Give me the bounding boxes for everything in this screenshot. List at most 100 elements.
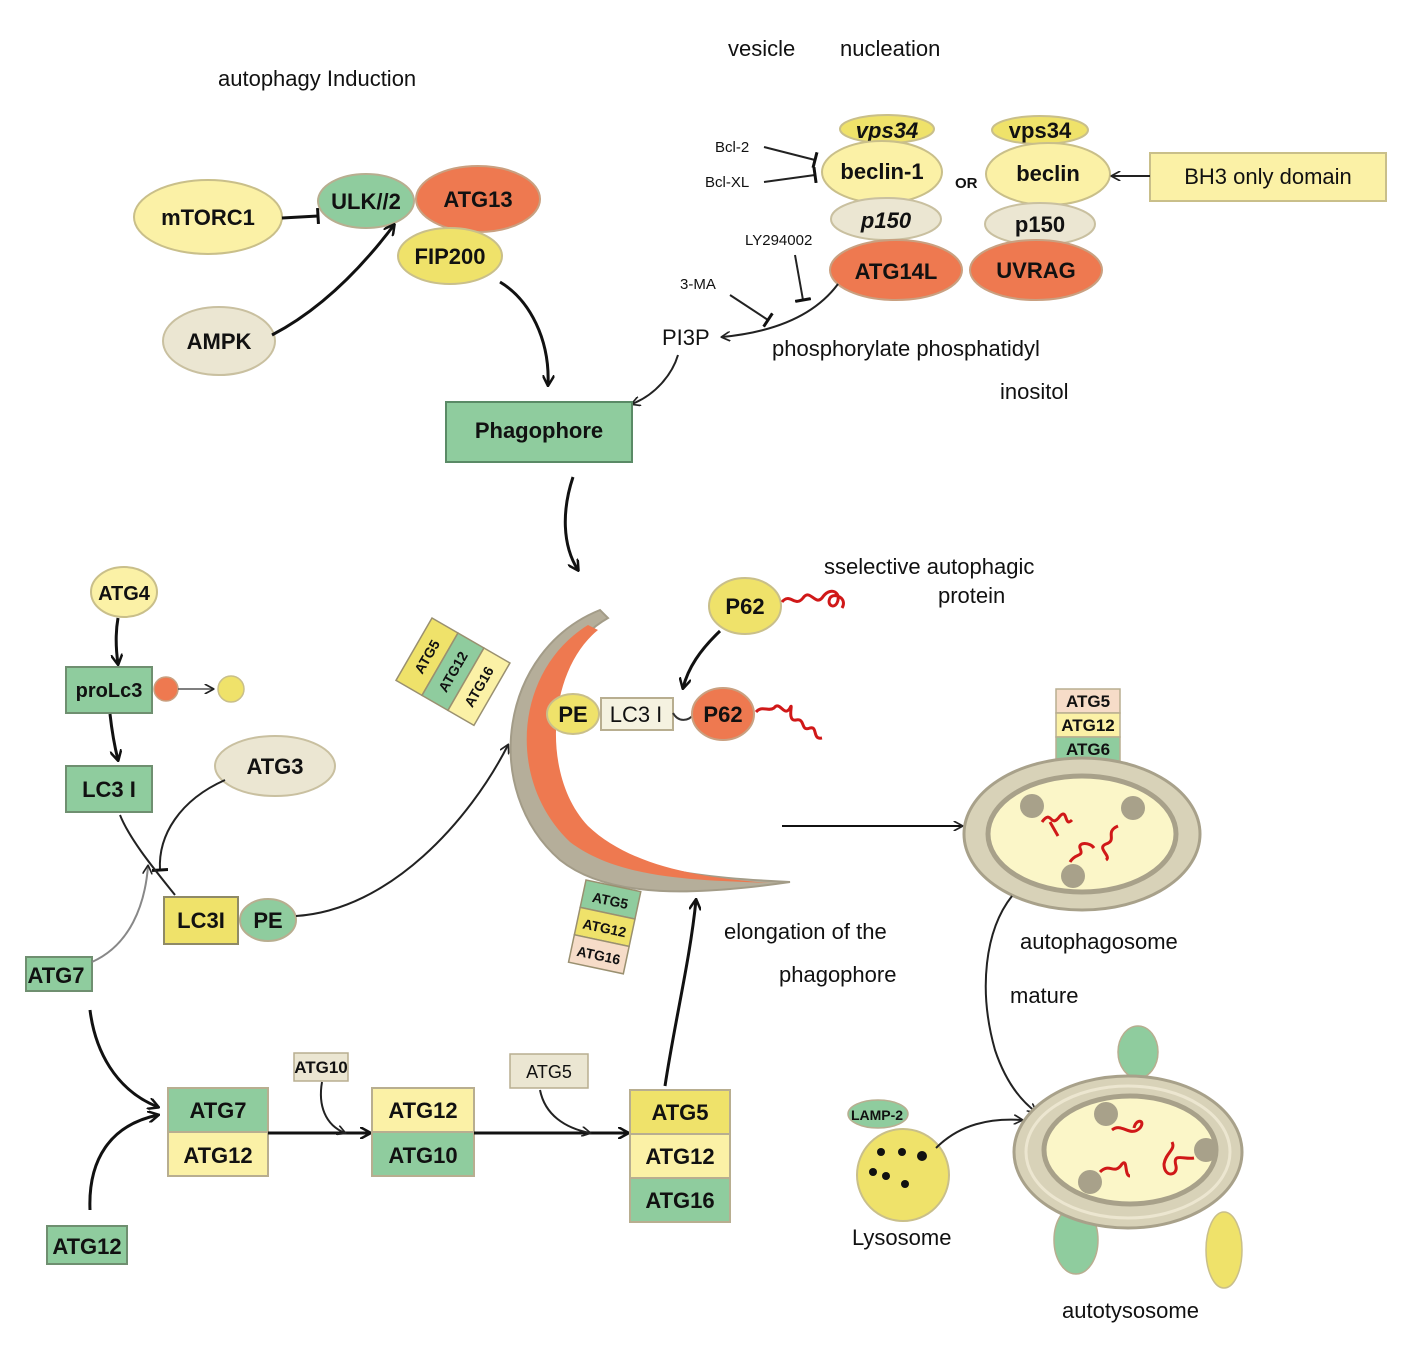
fip200-label: FIP200 xyxy=(415,244,486,269)
atg12-free-box: ATG12 xyxy=(46,1225,128,1265)
autophagosome-atg6: ATG6 xyxy=(1066,740,1110,759)
prolc3-box: proLc3 xyxy=(65,666,153,714)
cargo-protein-bound xyxy=(754,704,823,740)
atg14l-node xyxy=(829,239,963,301)
3ma-label: 3-MA xyxy=(680,276,716,293)
receptor-dot xyxy=(1194,1138,1218,1162)
conj-box-3-atg16: ATG16 xyxy=(645,1188,714,1213)
pe-node-lc3: PE xyxy=(239,898,297,942)
label-selective-1: sselective autophagic xyxy=(824,554,1034,579)
conj-box-1: ATG7 ATG12 xyxy=(167,1087,269,1177)
conj-box-2-bottom xyxy=(371,1131,475,1177)
label-elongation-1: elongation of the xyxy=(724,919,887,944)
mtorc1-label: mTORC1 xyxy=(161,205,255,230)
arrow-lysosome-fusion xyxy=(935,1120,1022,1149)
lamp-top xyxy=(1117,1025,1159,1079)
enzyme-dot xyxy=(917,1151,927,1161)
arrow-fip200-phagophore xyxy=(499,280,548,385)
conj-box-1-bottom xyxy=(167,1131,269,1177)
phagophore-box: Phagophore xyxy=(445,401,633,463)
arrow-atg7-lc3 xyxy=(91,866,148,963)
label-elongation-2: phagophore xyxy=(779,962,896,987)
conj-box-1-atg12: ATG12 xyxy=(183,1143,252,1168)
label-autolysosome: autotysosome xyxy=(1062,1298,1199,1323)
conj-box-3-atg5: ATG5 xyxy=(651,1100,708,1125)
label-vesicle: vesicle xyxy=(728,36,795,61)
linker-lc3-p62 xyxy=(672,712,695,721)
label-selective-2: protein xyxy=(938,583,1005,608)
receptor-dot xyxy=(1061,864,1085,888)
arrow-pi3p-phagophore xyxy=(632,354,679,404)
lysosome xyxy=(856,1128,950,1222)
lamp2-label: LAMP-2 xyxy=(851,1107,903,1123)
lamp2-node: LAMP-2 xyxy=(847,1099,909,1129)
conj-box-3-top xyxy=(629,1089,731,1135)
membrane-top-atg16-cell xyxy=(446,646,511,727)
arrow-ampk-ulk xyxy=(271,225,394,337)
atg5-small-box: ATG5 xyxy=(509,1053,589,1089)
lc3ii-box: LC3I xyxy=(163,896,239,945)
ulk-label: ULK//2 xyxy=(331,189,401,214)
receptor-dot xyxy=(1121,796,1145,820)
conj-box-2-atg10: ATG10 xyxy=(388,1143,457,1168)
enzyme-dot xyxy=(901,1180,909,1188)
receptor-dot xyxy=(1078,1170,1102,1194)
receptor-dot xyxy=(1020,794,1044,818)
conj-box-2-top xyxy=(371,1087,475,1133)
bclxl-label: Bcl-XL xyxy=(705,174,749,191)
atg10-small-label: ATG10 xyxy=(294,1058,348,1077)
fip200-node: FIP200 xyxy=(397,227,503,285)
arrow-phagophore-membrane xyxy=(563,476,578,570)
atg3-node: ATG3 xyxy=(214,735,336,797)
phagophore-membrane xyxy=(509,608,791,893)
atg4-node: ATG4 xyxy=(90,566,158,618)
conj-box-3-mid xyxy=(629,1133,731,1179)
cargo-protein xyxy=(1068,842,1096,863)
arrow-lc3ii-membrane xyxy=(295,745,508,917)
enzyme-dot xyxy=(877,1148,885,1156)
enzyme-dot xyxy=(882,1172,890,1180)
label-lysosome: Lysosome xyxy=(852,1225,951,1250)
cargo-protein-free xyxy=(780,589,845,609)
p62-bound-node: P62 xyxy=(691,687,755,741)
membrane-bottom-atg16-cell xyxy=(567,933,631,975)
ulk-node: ULK//2 xyxy=(317,173,415,229)
cargo-protein xyxy=(1162,1141,1195,1176)
complex-2: vps34 beclin p150 UVRAG xyxy=(969,115,1111,301)
pi3p-label: PI3P xyxy=(662,325,710,350)
atg3-label: ATG3 xyxy=(246,754,303,779)
arrow-atg7-conj xyxy=(88,1009,158,1107)
conj-box-3-bottom xyxy=(629,1177,731,1223)
beclin-label: beclin xyxy=(1016,161,1080,186)
label-mature: mature xyxy=(1010,983,1078,1008)
mtorc1-node: mTORC1 xyxy=(133,179,283,255)
label-nucleation: nucleation xyxy=(840,36,940,61)
autophagosome-complex: ATG5 ATG12 ATG6 xyxy=(1055,688,1121,762)
complex-1: vps34 beclin-1 p150 ATG14L xyxy=(821,114,963,301)
conj-box-2-atg12: ATG12 xyxy=(388,1098,457,1123)
membrane-bottom-atg5: ATG5 xyxy=(591,889,630,912)
lc3i-box: LC3 I xyxy=(65,765,153,813)
prolc3-label: proLc3 xyxy=(76,680,143,702)
arrow-atg3 xyxy=(151,779,226,872)
cargo-protein xyxy=(1040,812,1074,837)
arrow-p62-binding xyxy=(683,629,722,688)
arrow-atg10 xyxy=(319,1081,345,1133)
ly294002-label: LY294002 xyxy=(745,232,812,249)
label-phosphorylate: phosphorylate phosphatidyl xyxy=(772,336,1040,361)
arrow-elongation xyxy=(663,900,696,1087)
line-lc3i-lc3ii xyxy=(119,814,176,896)
atg13-node: ATG13 xyxy=(415,165,541,233)
atg13-label: ATG13 xyxy=(443,187,512,212)
cargo-protein xyxy=(1098,1161,1131,1178)
vps34-label-1: vps34 xyxy=(856,118,918,143)
cargo-protein xyxy=(1101,824,1119,862)
label-autophagy-induction: autophagy Induction xyxy=(218,66,416,91)
uvrag-node xyxy=(969,239,1103,301)
lamp-bottom-right xyxy=(1205,1211,1243,1289)
vps34-label-2: vps34 xyxy=(1009,118,1072,143)
atg7-box-left: ATG7 xyxy=(25,956,93,992)
cleaved-peptide-orange xyxy=(153,676,179,702)
autolysosome xyxy=(1012,1025,1244,1289)
